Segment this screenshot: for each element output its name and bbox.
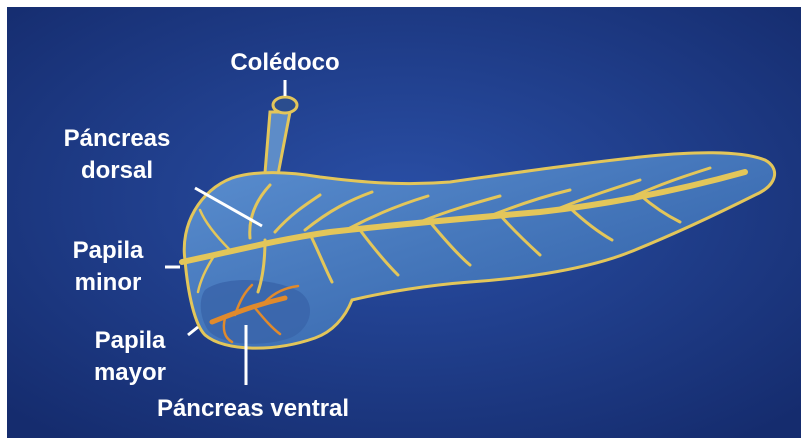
label-minor-line2: minor [75,269,142,296]
label-ventral: Páncreas ventral [157,395,349,422]
label-major-line1: Papila [95,327,166,354]
label-dorsal-line1: Páncreas [64,125,171,152]
label-choledochus: Colédoco [230,49,339,76]
label-dorsal-line2: dorsal [81,157,153,184]
ventral-pancreas-region [201,280,310,344]
label-major-line2: mayor [94,359,166,386]
label-minor-line1: Papila [73,237,144,264]
